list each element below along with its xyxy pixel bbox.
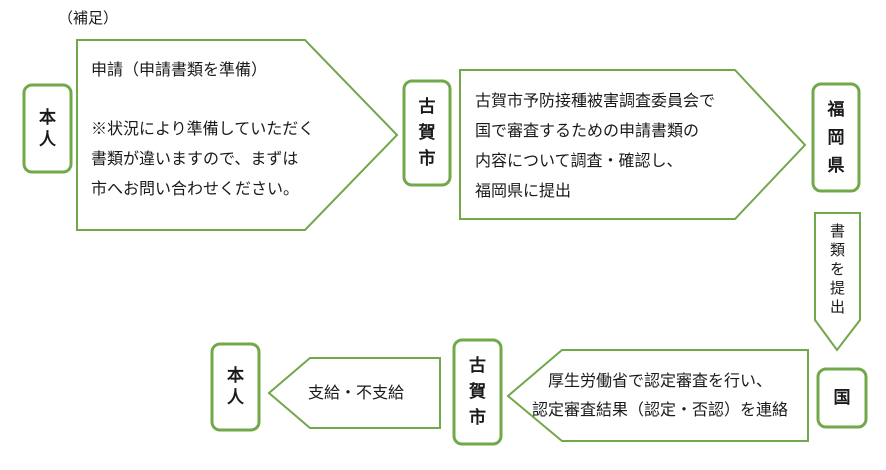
application-line: ※状況により準備していただく xyxy=(91,119,315,138)
koga-bottom-label: 古賀市 xyxy=(454,340,501,444)
payment-arrow xyxy=(267,357,441,429)
application-line xyxy=(91,82,314,106)
vertical-char: 古 xyxy=(469,356,486,376)
application-arrow xyxy=(76,39,399,231)
koga-top-box xyxy=(402,79,452,187)
kuni-box xyxy=(816,367,868,429)
submit-docs-arrow xyxy=(814,212,861,352)
vertical-char: 賀 xyxy=(469,382,486,402)
vertical-char: 本 xyxy=(39,107,56,128)
application-line: 書類が違いますので、まずは xyxy=(91,149,299,168)
person-bottom-box xyxy=(210,342,261,432)
vertical-char: 県 xyxy=(827,155,845,176)
committee-line: 古賀市予防接種被害調査委員会で xyxy=(475,91,716,110)
vertical-char: 市 xyxy=(418,149,436,169)
vertical-char: 賀 xyxy=(418,123,436,143)
application-text: 申請（申請書類を準備） ※状況により準備していただく 書類が違いますので、まずは… xyxy=(91,58,315,198)
vertical-char: 提 xyxy=(829,279,845,297)
note-label: （補足） xyxy=(58,9,119,27)
vertical-char: 人 xyxy=(39,129,56,150)
committee-text: 古賀市予防接種被害調査委員会で 国で審査するための申請書類の 内容について調査・… xyxy=(475,86,715,206)
koga-top-label: 古賀市 xyxy=(404,81,450,185)
vertical-char: 福 xyxy=(827,99,845,120)
ministry-text: 厚生労働省で認定審査を行い、 認定審査結果（認定・否認）を連絡 xyxy=(532,366,788,424)
vertical-char: を xyxy=(829,260,845,278)
vertical-char: 人 xyxy=(227,388,244,408)
application-line: 申請（申請書類を準備） xyxy=(91,60,268,79)
vertical-char: 古 xyxy=(418,97,436,117)
vertical-char: 類 xyxy=(829,241,845,259)
fukuoka-box xyxy=(811,82,861,193)
vertical-char: 本 xyxy=(227,366,244,386)
vertical-char: 岡 xyxy=(827,127,845,148)
koga-bottom-box xyxy=(452,338,503,446)
payment-label: 支給・不支給 xyxy=(308,383,405,402)
vertical-char: 市 xyxy=(469,408,486,428)
vertical-char: 国 xyxy=(833,388,851,408)
committee-arrow xyxy=(459,69,807,220)
committee-line: 国で審査するための申請書類の xyxy=(475,121,700,140)
submit-docs-label: 書類を提出 xyxy=(815,222,860,317)
person-top-box xyxy=(22,83,73,174)
committee-line: 内容について調査・確認し、 xyxy=(475,151,683,170)
vertical-char: 書 xyxy=(829,222,845,240)
vertical-char: 出 xyxy=(829,298,845,316)
ministry-line: 認定審査結果（認定・否認）を連絡 xyxy=(532,400,789,419)
ministry-arrow xyxy=(506,349,809,442)
fukuoka-label: 福岡県 xyxy=(813,84,859,191)
person-top-label: 本人 xyxy=(24,85,71,172)
kuni-label: 国 xyxy=(818,369,866,427)
ministry-line: 厚生労働省で認定審査を行い、 xyxy=(548,371,773,390)
person-bottom-label: 本人 xyxy=(212,344,259,430)
committee-line: 福岡県に提出 xyxy=(475,181,572,200)
application-line: 市へお問い合わせください。 xyxy=(91,179,300,198)
